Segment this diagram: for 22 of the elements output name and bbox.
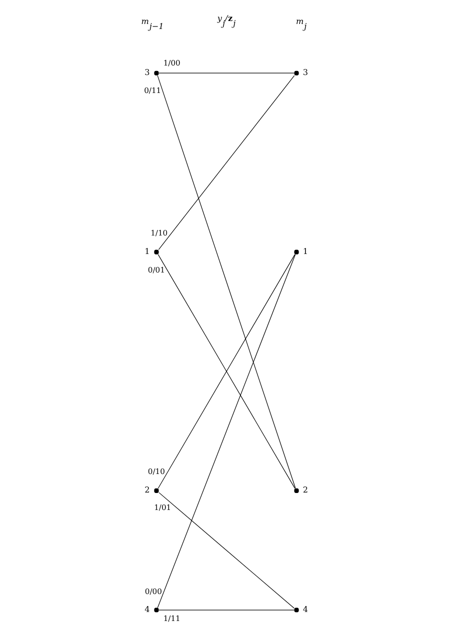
node-circle bbox=[154, 608, 158, 612]
node-label: 1 bbox=[144, 246, 150, 256]
connector bbox=[158, 75, 294, 250]
node-label: 1 bbox=[302, 246, 308, 256]
node-circle bbox=[294, 70, 298, 76]
connector bbox=[157, 254, 295, 489]
connector bbox=[156, 75, 296, 489]
node-label: 4 bbox=[144, 604, 150, 614]
node-label: 2 bbox=[144, 484, 150, 495]
node-label: 3 bbox=[144, 67, 150, 78]
connector bbox=[158, 72, 294, 74]
node-label: 2 bbox=[302, 484, 308, 495]
node-circle bbox=[294, 608, 298, 612]
node-label: 3 bbox=[302, 67, 308, 78]
node-circle bbox=[294, 250, 298, 254]
node-label: 4 bbox=[302, 604, 308, 614]
connector bbox=[156, 254, 296, 608]
connector bbox=[158, 492, 294, 609]
node-circle bbox=[154, 488, 158, 493]
node-circle bbox=[154, 250, 158, 254]
node-circle bbox=[154, 70, 158, 76]
node-circle bbox=[294, 488, 298, 493]
